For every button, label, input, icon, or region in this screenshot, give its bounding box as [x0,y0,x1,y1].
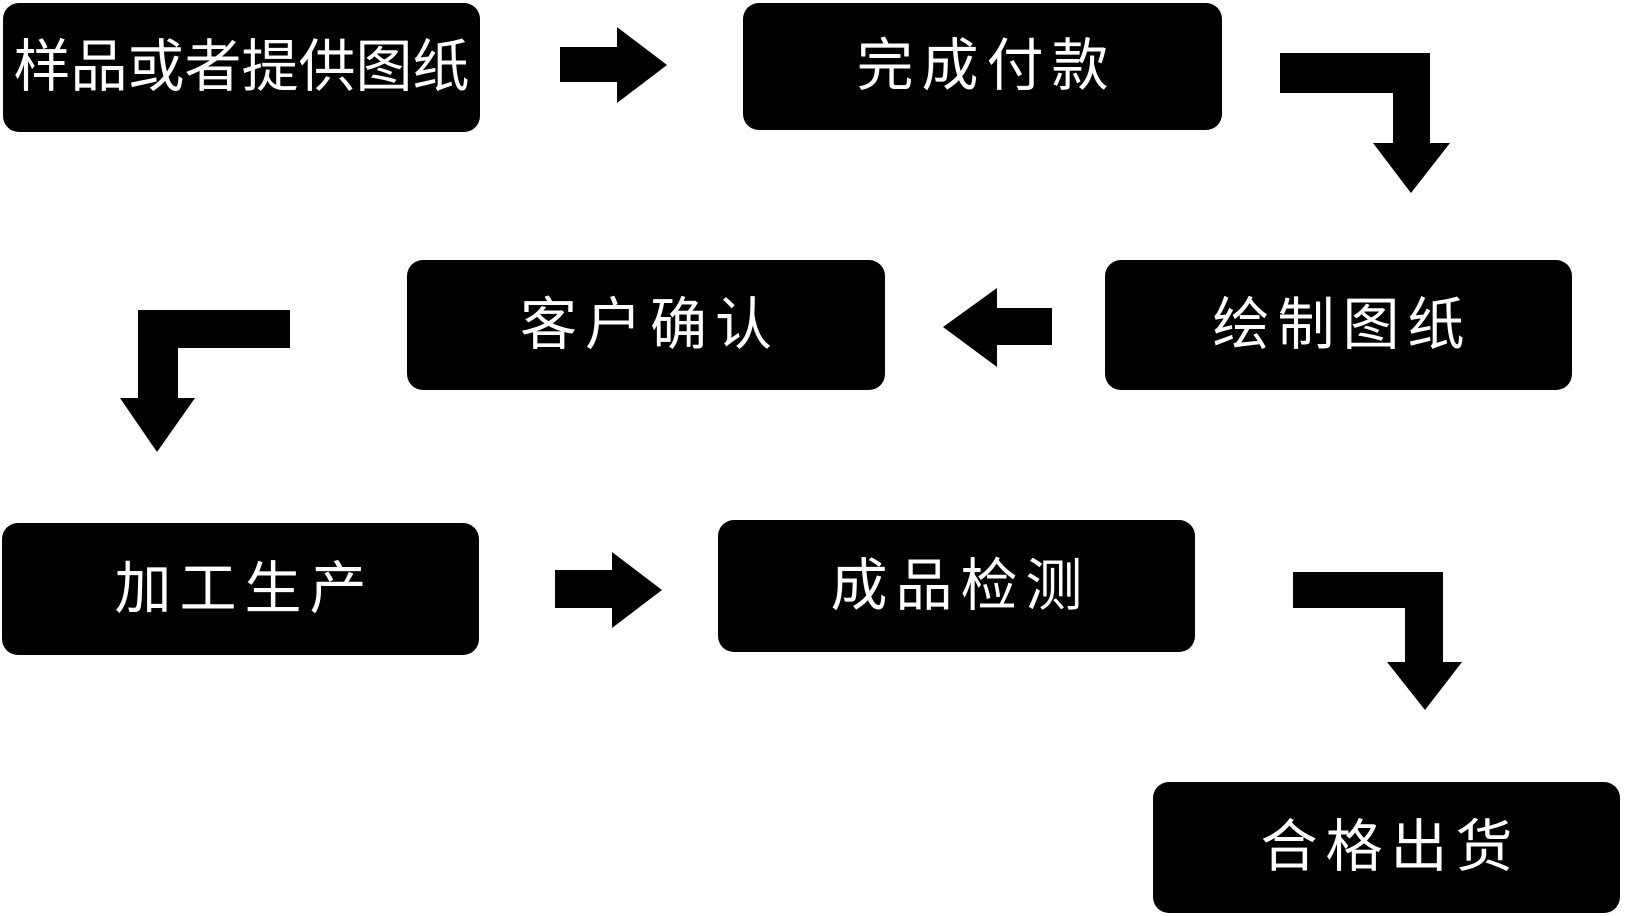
arrow-elbow-down-right-icon [1293,572,1462,710]
node-finished-inspection: 成品检测 [718,520,1195,652]
node-qualified-shipment: 合格出货 [1153,782,1620,913]
node-sample-or-drawing: 样品或者提供图纸 [3,3,480,132]
node-label: 完成付款 [856,33,1117,99]
node-label: 样品或者提供图纸 [13,34,470,100]
node-draw-drawings: 绘制图纸 [1105,260,1572,390]
arrow-elbow-down-right-icon [1280,53,1450,193]
node-label: 客户确认 [520,291,780,358]
arrow-right-icon [560,27,667,103]
node-customer-confirm: 客户确认 [407,260,885,390]
node-complete-payment: 完成付款 [743,3,1222,130]
node-label: 加工生产 [114,555,375,622]
arrow-right-icon [555,552,662,628]
node-label: 合格出货 [1260,814,1521,880]
node-label: 绘制图纸 [1212,291,1473,358]
node-label: 成品检测 [830,552,1091,619]
arrow-left-icon [943,288,1052,367]
node-processing-production: 加工生产 [2,523,479,655]
arrow-elbow-down-left-icon [120,310,290,452]
